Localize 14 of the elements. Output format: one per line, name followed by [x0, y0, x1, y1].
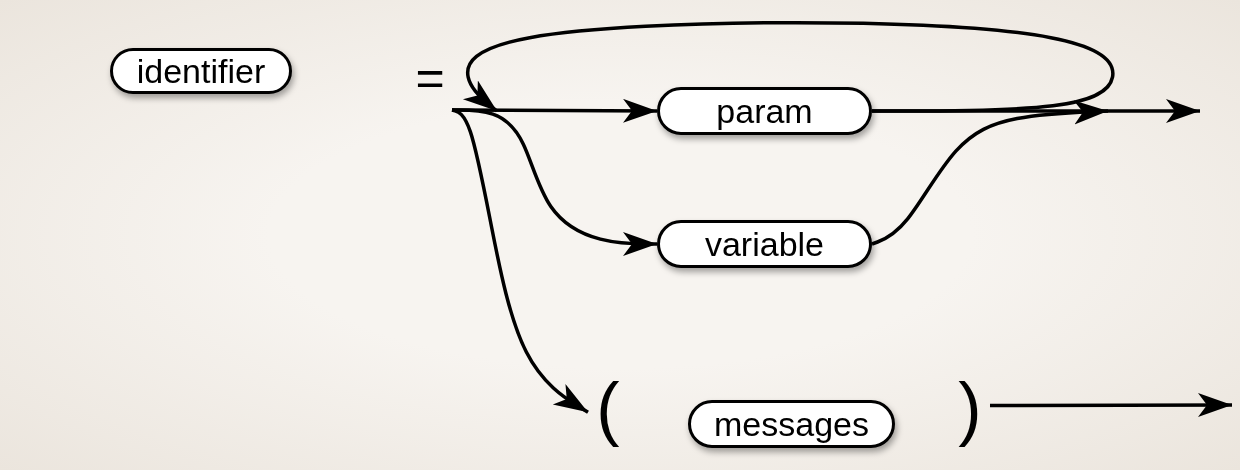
- box-label: param: [716, 94, 813, 128]
- arrow: [452, 108, 657, 256]
- syntax-box: [657, 87, 872, 135]
- arrow: [871, 100, 1109, 246]
- arrow: [451, 108, 589, 414]
- syntax-box: [657, 220, 872, 268]
- symbol-text: =: [415, 53, 445, 103]
- syntax-box: [110, 48, 292, 94]
- arrow: [990, 393, 1232, 418]
- box-label: variable: [704, 227, 825, 261]
- box-label: identifier: [136, 54, 266, 88]
- box-label: messages: [714, 407, 869, 441]
- syntax-box: [688, 400, 895, 448]
- arrow: [462, 20, 1115, 113]
